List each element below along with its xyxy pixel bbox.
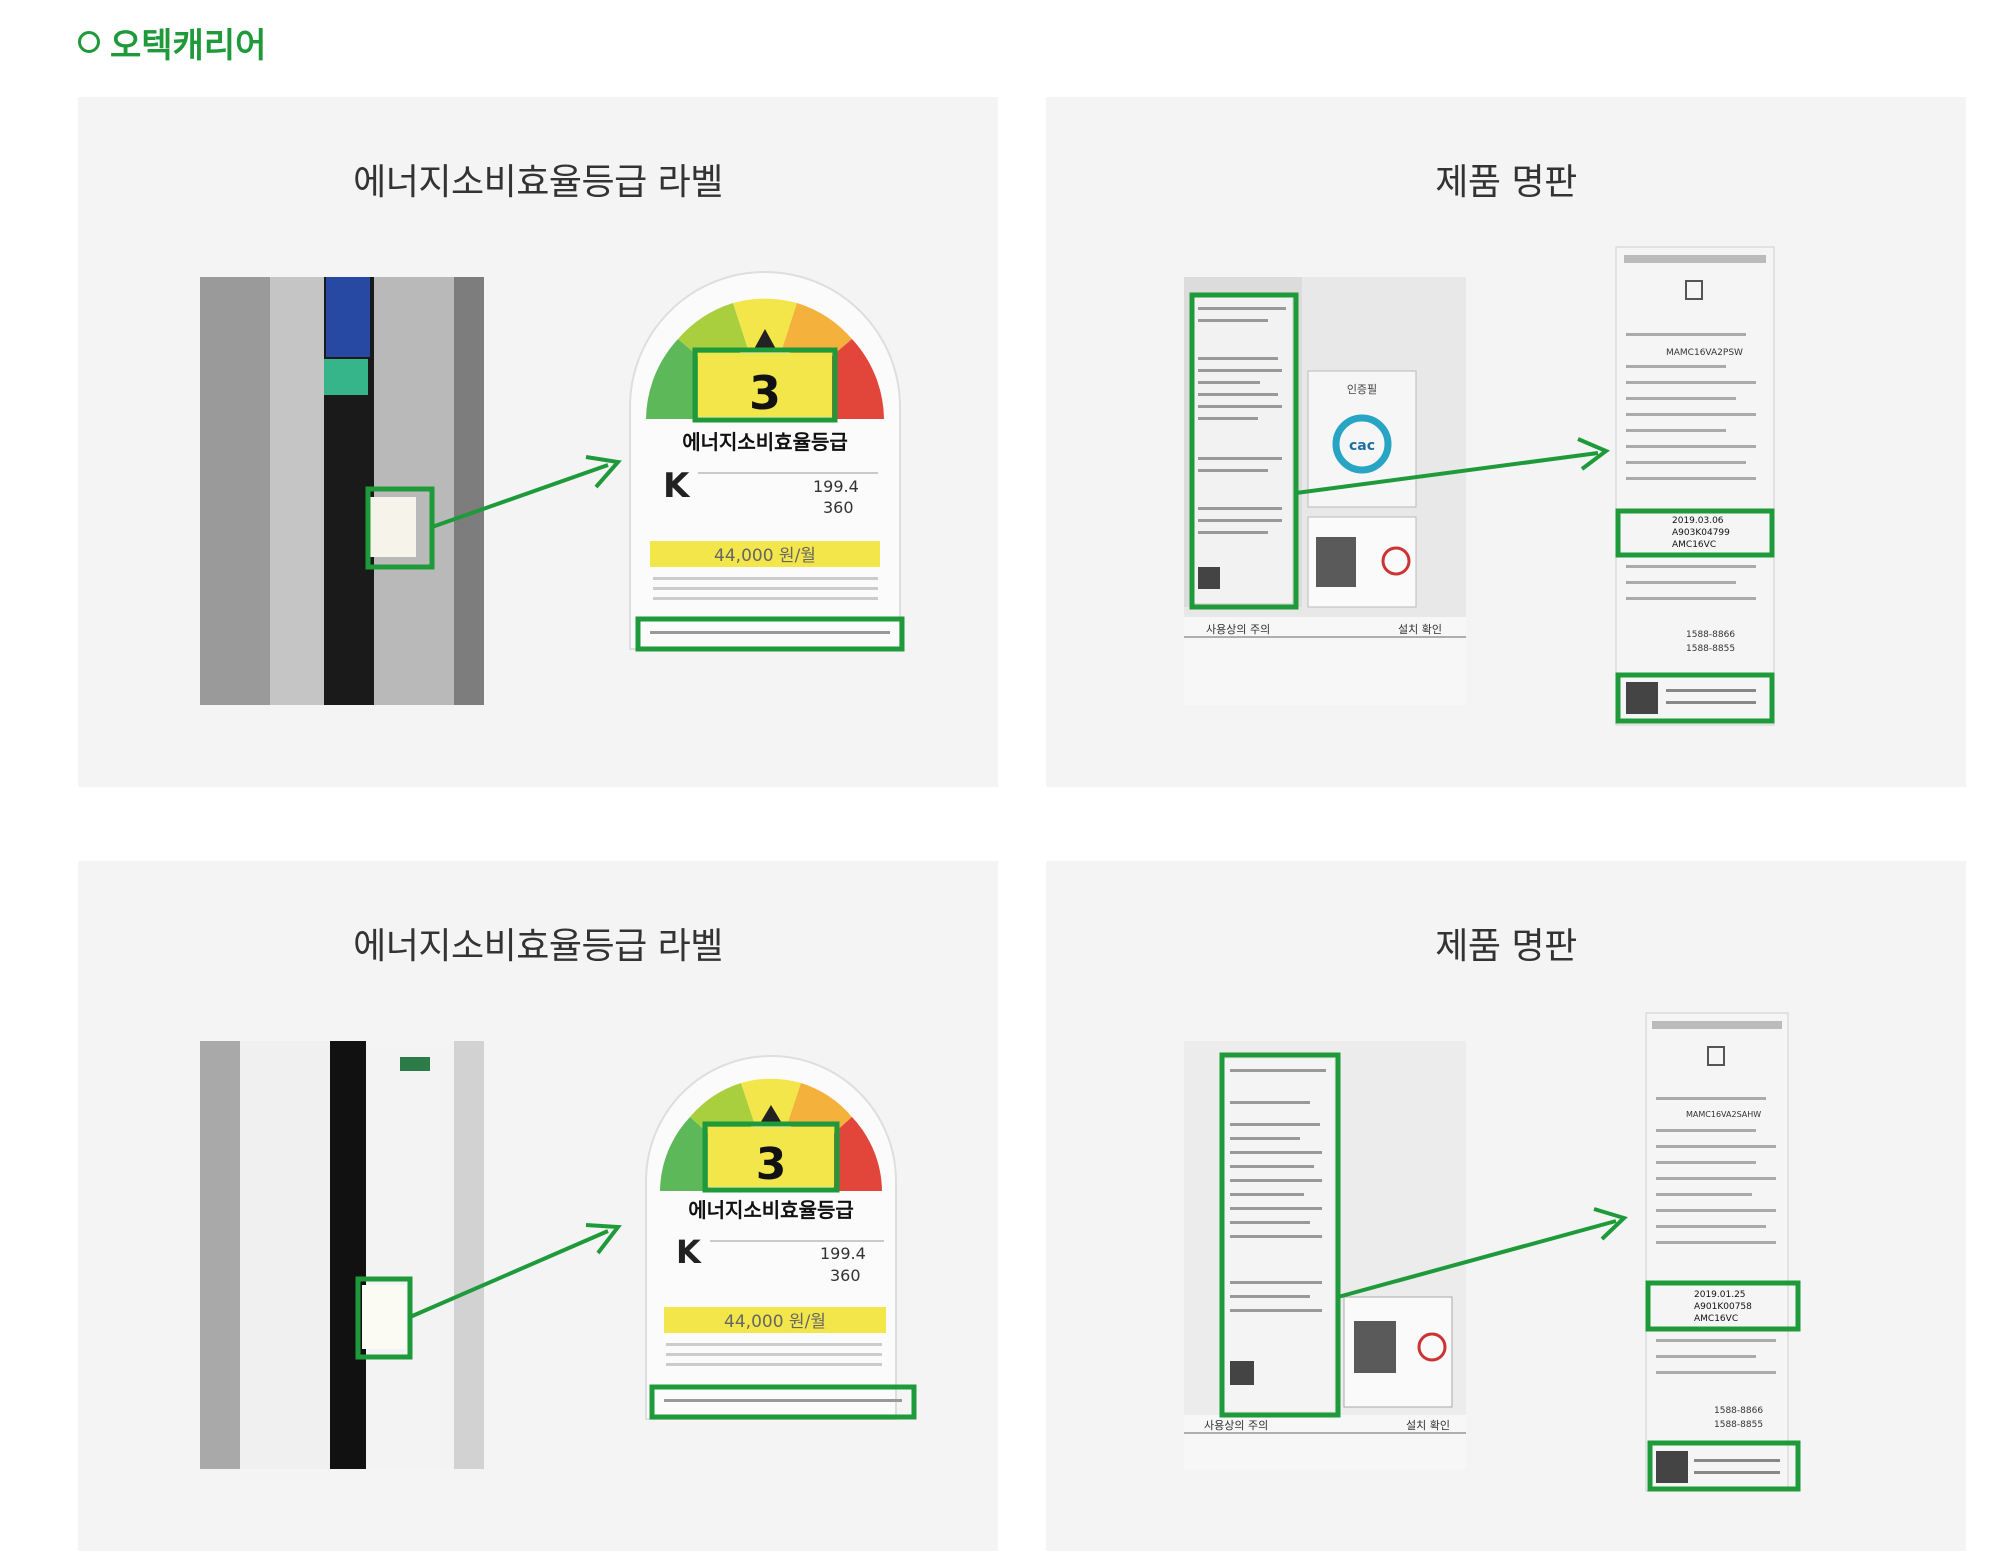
label-power-value: 199.4 (813, 477, 859, 496)
energy-label-card: 3 에너지소비효율등급 K 199.4 360 44,000 원/월 (645, 1055, 917, 1420)
energy-label-card: 3 에너지소비효율등급 K 199.4 360 44,000 원/월 (629, 271, 905, 652)
svg-text:MAMC16VA2PSW: MAMC16VA2PSW (1666, 348, 1743, 358)
svg-text:1588-8855: 1588-8855 (1686, 644, 1735, 654)
svg-text:A903K04799: A903K04799 (1672, 528, 1730, 538)
label-power-value: 199.4 (820, 1244, 866, 1263)
nameplate-highlight-box (1189, 292, 1299, 610)
label-highlight-box (365, 486, 435, 570)
cac-logo: cac (1349, 438, 1375, 454)
label-co2-value: 360 (830, 1266, 861, 1285)
product-photo: cac 인증필 사용상의 주의 설치 확인 (1184, 277, 1466, 705)
svg-text:설치 확인: 설치 확인 (1398, 623, 1442, 636)
label-heading: 에너지소비효율등급 (682, 430, 848, 454)
energy-grade-number: 3 (756, 1139, 787, 1190)
product-photo (200, 1041, 484, 1469)
energy-label-illustration: 3 에너지소비효율등급 K 199.4 360 44,000 원/월 (200, 271, 905, 705)
svg-text:AMC16VC: AMC16VC (1694, 1314, 1738, 1324)
panel-title: 제품 명판 (1435, 162, 1577, 203)
kc-mark-icon: K (663, 466, 691, 506)
svg-text:MAMC16VA2SAHW: MAMC16VA2SAHW (1686, 1110, 1761, 1119)
label-highlight-box (355, 1276, 413, 1360)
section-title-text: 오텍캐리어 (110, 25, 267, 66)
energy-label-illustration: 3 에너지소비효율등급 K 199.4 360 44,000 원/월 (200, 1041, 917, 1469)
nameplate-highlight-box (1219, 1052, 1341, 1418)
arrow-icon (1295, 437, 1610, 495)
product-photo: 사용상의 주의 설치 확인 (1184, 1041, 1466, 1469)
nameplate-illustration: 사용상의 주의 설치 확인 MAMC16VA2SAHW 2019.01.25 A… (1184, 1012, 1801, 1492)
nameplate-illustration: cac 인증필 사용상의 주의 설치 확인 (1184, 246, 1775, 726)
svg-text:1588-8866: 1588-8866 (1686, 630, 1735, 640)
svg-text:A901K00758: A901K00758 (1694, 1302, 1752, 1312)
nameplate-closeup: MAMC16VA2SAHW 2019.01.25 A901K00758 AMC1… (1645, 1012, 1789, 1492)
arrow-icon (409, 1223, 622, 1319)
panel-title: 제품 명판 (1435, 926, 1577, 967)
arrow-icon (1337, 1207, 1628, 1299)
kc-mark-icon: K (676, 1233, 702, 1271)
svg-text:1588-8866: 1588-8866 (1714, 1406, 1763, 1416)
panel-title: 에너지소비효율등급 라벨 (353, 926, 723, 967)
label-cost-value: 44,000 원/월 (714, 546, 816, 566)
label-cost-value: 44,000 원/월 (724, 1312, 826, 1332)
label-heading: 에너지소비효율등급 (688, 1198, 854, 1222)
section-title: 오텍캐리어 (78, 20, 267, 66)
svg-text:AMC16VC: AMC16VC (1672, 540, 1716, 550)
svg-text:사용상의 주의: 사용상의 주의 (1206, 623, 1270, 636)
nameplate-panel-2: 사용상의 주의 설치 확인 MAMC16VA2SAHW 2019.01.25 A… (1046, 861, 1966, 1551)
arrow-icon (431, 455, 622, 529)
svg-text:사용상의 주의: 사용상의 주의 (1204, 1419, 1268, 1432)
svg-text:2019.01.25: 2019.01.25 (1694, 1290, 1746, 1300)
energy-grade-number: 3 (749, 366, 781, 420)
product-photo (200, 277, 484, 705)
energy-label-panel-1: 3 에너지소비효율등급 K 199.4 360 44,000 원/월 에너지소비… (78, 97, 998, 787)
svg-text:1588-8855: 1588-8855 (1714, 1420, 1763, 1430)
energy-label-panel-2: 3 에너지소비효율등급 K 199.4 360 44,000 원/월 에너지소비… (78, 861, 998, 1551)
svg-text:2019.03.06: 2019.03.06 (1672, 516, 1724, 526)
svg-text:인증필: 인증필 (1347, 383, 1377, 396)
circle-outline-icon (78, 31, 100, 53)
label-co2-value: 360 (823, 498, 854, 517)
nameplate-panel-1: cac 인증필 사용상의 주의 설치 확인 (1046, 97, 1966, 787)
nameplate-closeup: MAMC16VA2PSW 2019.03.06 A903K04799 AMC16… (1615, 246, 1775, 726)
svg-text:설치 확인: 설치 확인 (1406, 1419, 1450, 1432)
panel-title: 에너지소비효율등급 라벨 (353, 162, 723, 203)
